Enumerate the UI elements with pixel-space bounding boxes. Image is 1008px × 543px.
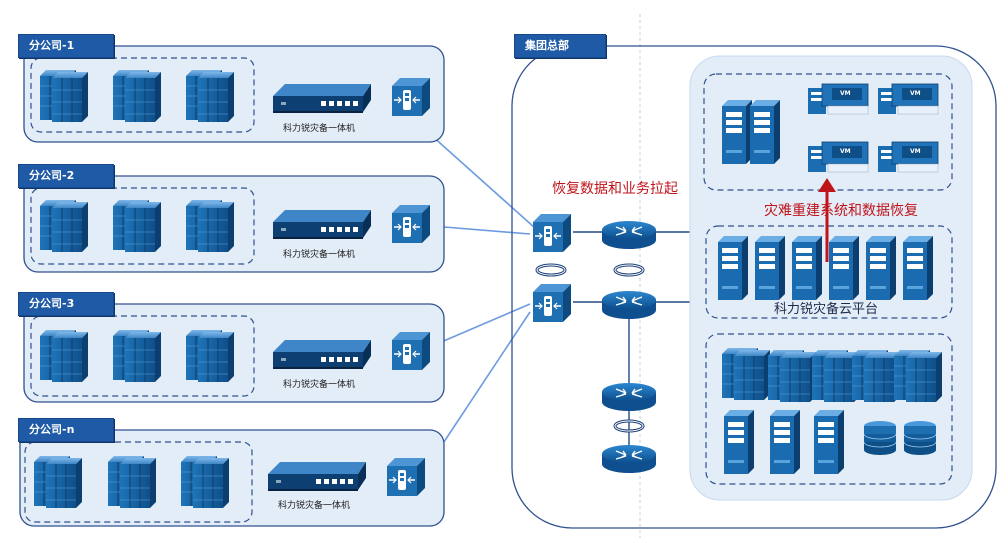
branch-panel-n: [19, 429, 445, 527]
appliance-label-n: 科力锐灾备一体机: [278, 501, 351, 511]
hq-tag: 集团总部: [514, 34, 606, 58]
vm-label: VM: [840, 148, 851, 155]
appliance-label-1: 科力锐灾备一体机: [283, 124, 356, 134]
branch-panel-2: [23, 175, 445, 273]
appliance-label-2: 科力锐灾备一体机: [283, 250, 356, 260]
branch-tag-3: 分公司-3: [18, 292, 114, 316]
vm-label: VM: [910, 90, 921, 97]
branch-tag-1: 分公司-1: [18, 34, 114, 58]
rebuild-annotation: 灾难重建系统和数据恢复: [764, 203, 918, 219]
hq-boundary: [511, 45, 997, 529]
branch-tag-2: 分公司-2: [18, 164, 114, 188]
vm-label: VM: [840, 90, 851, 97]
branch-panel-1: [23, 45, 445, 143]
appliance-label-3: 科力锐灾备一体机: [283, 380, 356, 390]
branch-panel-3: [23, 303, 445, 403]
branch-tag-n: 分公司-n: [18, 418, 114, 442]
vm-label: VM: [910, 148, 921, 155]
cloud-platform-label: 科力锐灾备云平台: [774, 302, 879, 317]
restore-annotation: 恢复数据和业务拉起: [552, 181, 678, 197]
